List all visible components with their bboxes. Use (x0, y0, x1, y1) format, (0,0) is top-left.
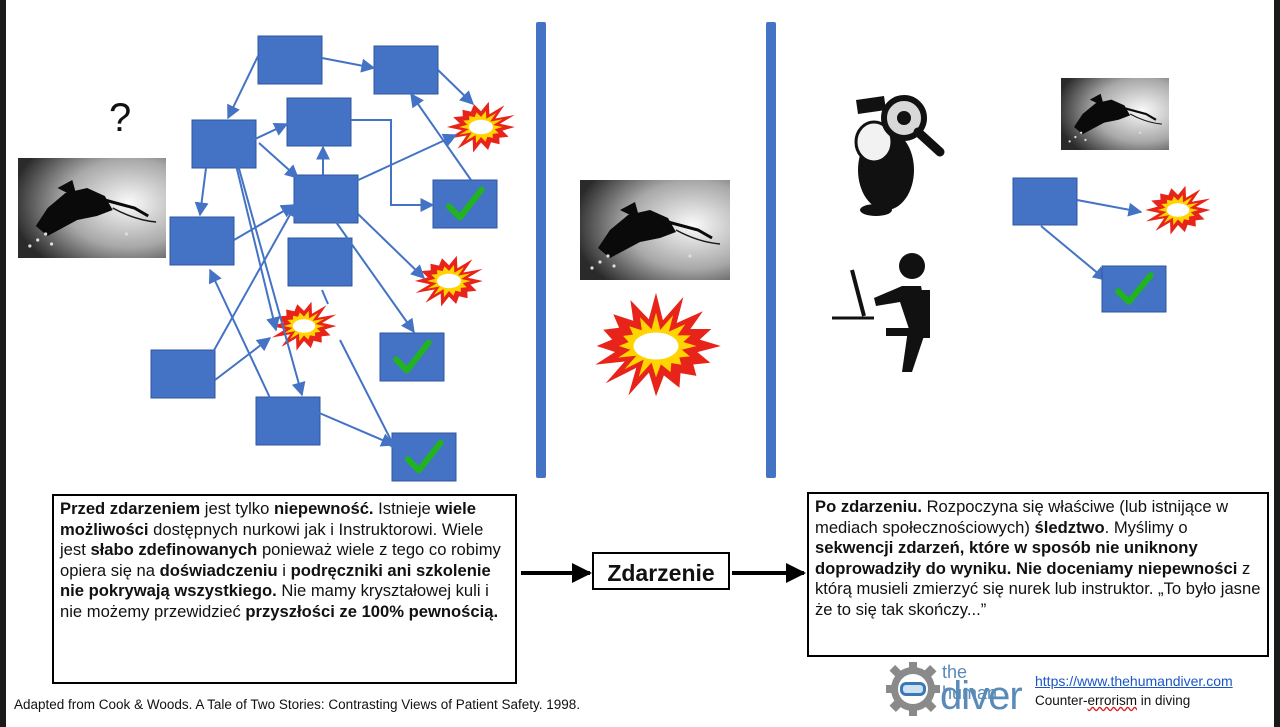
the-human-diver-logo: the human diver (886, 660, 1026, 718)
citation-text: Adapted from Cook & Woods. A Tale of Two… (14, 697, 581, 712)
diver-photo (18, 158, 166, 258)
before-text-segment: słabo zdefinowanych (90, 540, 258, 559)
flow-arrow (194, 167, 209, 217)
flow-arrow (212, 202, 297, 353)
process-box (432, 179, 498, 229)
flow-arrow (209, 268, 272, 401)
process-box (379, 332, 445, 382)
checkmark-icon (446, 186, 485, 221)
flow-arrow (1040, 225, 1108, 281)
flow-arrow (353, 133, 458, 183)
process-box (257, 35, 323, 85)
explosion-icon (271, 301, 337, 351)
magnifier-investigator-icon (854, 95, 945, 216)
before-text-segment: Przed zdarzeniem (60, 499, 201, 518)
checkmark-icon (1115, 272, 1154, 305)
before-text-segment: niepewność. (273, 499, 374, 518)
flow-arrow (252, 123, 289, 141)
after-text-segment: sekwencji zdarzeń, które w sposób nie un… (815, 538, 1198, 578)
explosion-icon (446, 101, 515, 153)
before-text-segment: przyszłości ze 100% pewnością. (245, 601, 499, 621)
before-text-segment: podręczniki ani szkolenie nie pokrywają … (60, 560, 491, 601)
checkmark-icon (405, 439, 444, 474)
tagline-pre: Counter- (1035, 693, 1088, 708)
before-text-segment: ponieważ wiele z tego co robimy opiera s… (60, 540, 501, 580)
flow-arrow (258, 142, 300, 179)
brand-the-human: the human (942, 662, 998, 703)
flow-arrow (357, 213, 426, 279)
flow-arrow (316, 411, 396, 447)
flow-arrow (1076, 199, 1143, 217)
person-at-computer-icon (832, 253, 930, 372)
tagline: Counter-errorism in diving (1035, 693, 1190, 708)
flow-arrow (351, 119, 435, 212)
process-box (373, 45, 439, 95)
after-text-segment: . Myślimy o (1104, 517, 1188, 537)
process-box (287, 237, 353, 287)
after-event-textbox: Po zdarzeniu. Rozpoczyna się właściwe (l… (807, 492, 1269, 657)
flow-arrow (410, 92, 472, 181)
before-text-segment: i (277, 560, 291, 580)
after-text-segment: Nie doceniamy niepewności (1016, 558, 1238, 578)
before-text-segment: jest tylko (200, 499, 274, 518)
before-text-segment: Istnieje (373, 499, 436, 518)
process-box (1012, 177, 1078, 226)
question-mark: ? (109, 96, 132, 140)
process-box (391, 432, 457, 482)
after-text-segment: śledztwo (1034, 517, 1105, 537)
before-text-segment: dostępnych nurkowi jak i Instruktorowi. … (60, 519, 484, 560)
process-box (169, 216, 235, 266)
process-box (286, 97, 352, 147)
after-text-segment: z którą musieli zmierzyć się nurek lub i… (815, 558, 1261, 619)
flow-arrow (237, 164, 306, 397)
process-box (293, 174, 359, 224)
brand-diver: diver (940, 674, 1023, 718)
diagram-canvas (18, 22, 1211, 583)
flow-arrow (339, 339, 397, 452)
checkmark-icon (393, 339, 432, 374)
before-text-segment: Nie mamy kryształowej kuli i nie możemy … (60, 581, 489, 621)
explosion-icon (414, 255, 483, 307)
diver-photo (580, 180, 730, 280)
before-text-segment: wiele możliwości (60, 499, 476, 539)
tagline-errorism: errorism (1087, 693, 1138, 708)
diver-photo (1061, 78, 1169, 150)
process-box (1101, 265, 1167, 313)
before-event-textbox: Przed zdarzeniem jest tylko niepewność. … (52, 494, 517, 684)
website-link[interactable]: https://www.thehumandiver.com (1035, 673, 1233, 689)
flow-arrow (321, 57, 376, 73)
flow-arrow (235, 164, 280, 332)
process-box (191, 119, 257, 169)
gear-mask-logo-icon (886, 662, 940, 716)
flow-arrow (227, 55, 259, 120)
before-text-segment: doświadczeniu (159, 560, 278, 580)
explosion-icon (595, 292, 721, 397)
flow-arrow (214, 337, 272, 381)
tagline-post: in diving (1137, 693, 1191, 708)
explosion-icon (1145, 185, 1211, 235)
divider-before-event (536, 22, 546, 478)
flow-arrow (437, 69, 475, 105)
divider-after-event (766, 22, 776, 478)
process-box (150, 349, 216, 399)
after-text-segment: Po zdarzeniu. (815, 497, 922, 516)
process-box (255, 396, 321, 446)
slide: ? Przed zdarzeniem jest tylko niepewność… (6, 0, 1274, 727)
flow-arrow (335, 221, 415, 334)
after-text-segment: Rozpoczyna się właściwe (lub istnijące w… (815, 497, 1229, 537)
flow-arrow (321, 289, 329, 305)
event-label-box: Zdarzenie (592, 552, 730, 590)
